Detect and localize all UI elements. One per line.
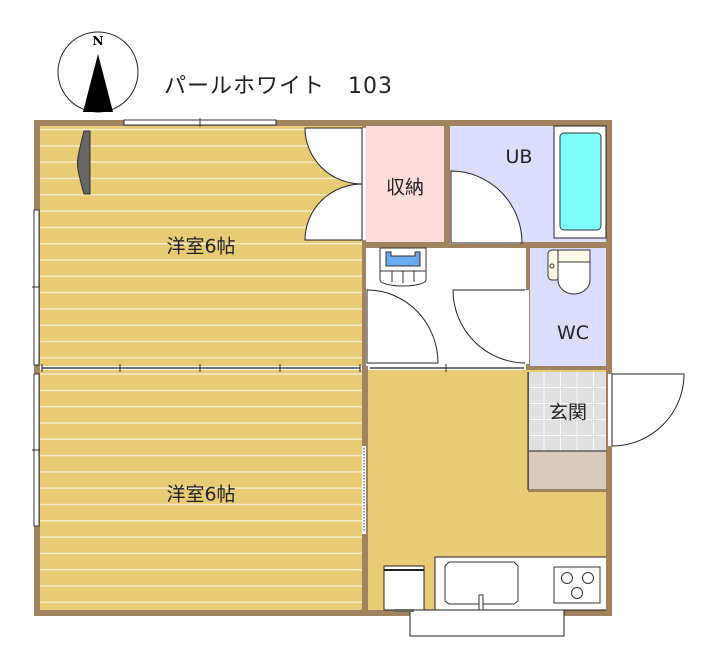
entrance-door: [611, 373, 685, 447]
room-entrance: [529, 372, 606, 451]
room-label-unit-bath: UB: [505, 146, 533, 168]
room-label-western-lower: 洋室6帖: [166, 483, 236, 506]
wc-door: [452, 289, 527, 364]
room-western-upper: [40, 126, 362, 366]
north-arrow-icon: [83, 54, 113, 112]
toilet-bowl: [547, 249, 591, 295]
air-conditioner: [77, 130, 91, 195]
counter-base: [409, 609, 565, 637]
room-label-storage: 収納: [385, 176, 425, 199]
svg-text:N: N: [93, 34, 104, 48]
washbasin: [379, 247, 427, 287]
room-storage: [366, 126, 444, 242]
room-western-lower: [40, 370, 362, 610]
stove: [553, 566, 601, 604]
compass: N: [57, 31, 139, 113]
corridor-door-left: [366, 289, 439, 364]
room-label-western-upper: 洋室6帖: [166, 235, 236, 258]
page-title: パールホワイト 103: [164, 74, 393, 99]
sink: [444, 561, 519, 605]
refrigerator: [383, 565, 425, 612]
bath-door: [450, 170, 523, 244]
closet-door-lower: [304, 183, 363, 241]
closet-door-upper: [304, 127, 363, 185]
room-label-wc: WC: [556, 322, 590, 344]
entrance-step: [529, 451, 606, 489]
room-label-entrance: 玄関: [548, 401, 588, 424]
